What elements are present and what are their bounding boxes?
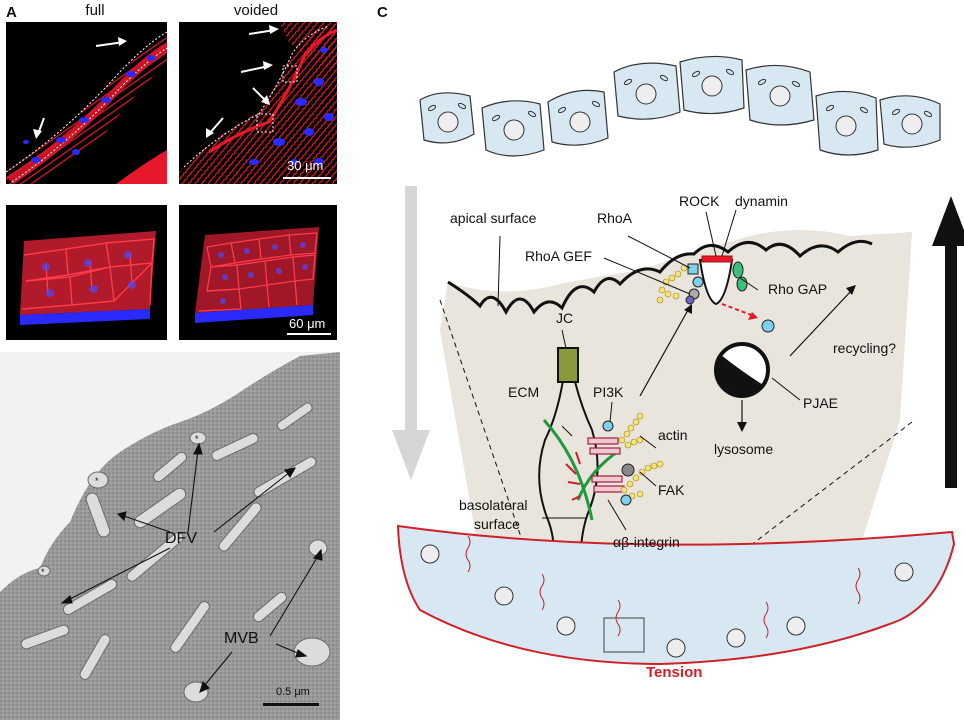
label-mvb: MVB bbox=[224, 630, 259, 647]
actin-filaments bbox=[618, 264, 688, 500]
label-rhoa-gef: RhoA GEF bbox=[525, 248, 592, 264]
micrograph-voided-3d: 60 μm bbox=[179, 205, 337, 340]
ecm-fibers bbox=[542, 418, 594, 521]
apical-membrane bbox=[447, 239, 873, 316]
cytoplasm-region bbox=[440, 230, 912, 612]
dynamin-ring bbox=[701, 255, 733, 263]
scale-label-0-5um: 0.5 μm bbox=[276, 686, 310, 698]
panel-letter-a: A bbox=[6, 4, 17, 21]
micrograph-voided-section: 30 μm bbox=[179, 22, 337, 184]
asterisk-marker: * bbox=[41, 567, 45, 577]
micrograph-full-3d bbox=[6, 205, 167, 340]
label-tension: Tension bbox=[646, 664, 703, 681]
asterisk-marker: * bbox=[95, 476, 99, 486]
label-rock: ROCK bbox=[679, 193, 720, 209]
label-dfv: DFV bbox=[165, 530, 197, 547]
label-rhoa: RhoA bbox=[597, 210, 633, 226]
label-ecm: ECM bbox=[508, 384, 540, 400]
integrin-complexes bbox=[587, 437, 625, 493]
label-jc: JC bbox=[556, 310, 574, 326]
label-pjae: PJAE bbox=[803, 395, 839, 411]
label-lysosome: lysosome bbox=[714, 441, 774, 457]
label-pi3k: PI3K bbox=[593, 384, 624, 400]
column-title-voided: voided bbox=[233, 2, 279, 19]
vesicles-full bbox=[427, 68, 933, 122]
label-actin: actin bbox=[658, 427, 688, 443]
nuclei-stretched bbox=[420, 544, 914, 658]
label-integrin: αβ-integrin bbox=[613, 534, 680, 550]
arrow-voiding-up bbox=[932, 196, 964, 488]
released-vesicle bbox=[761, 319, 775, 333]
rhoa-complex bbox=[685, 261, 748, 305]
scale-bar-30um bbox=[283, 177, 331, 179]
label-apical-surface: apical surface bbox=[450, 210, 537, 226]
fak-blob bbox=[621, 463, 635, 477]
label-dynamin: dynamin bbox=[735, 193, 788, 209]
arrow-filling-down bbox=[392, 186, 430, 480]
endocytic-pit bbox=[698, 259, 734, 306]
nuclei-full bbox=[437, 75, 923, 141]
label-rho-gap: Rho GAP bbox=[768, 281, 828, 297]
stretched-cell-layer bbox=[396, 524, 956, 666]
pi3k-blob bbox=[602, 420, 614, 432]
column-title-full: full bbox=[85, 2, 105, 19]
scale-label-60um: 60 μm bbox=[289, 316, 326, 331]
umbrella-cells-full bbox=[419, 55, 941, 157]
label-basolateral-surface: surface bbox=[474, 516, 520, 532]
scale-bar-60um bbox=[287, 333, 331, 335]
electron-micrograph: * * * DFV MVB 0.5 μm bbox=[0, 352, 340, 720]
micrograph-full-section bbox=[6, 22, 167, 184]
label-fak: FAK bbox=[658, 482, 685, 498]
label-basolateral: basolateral bbox=[459, 497, 528, 513]
tension-coils bbox=[465, 535, 861, 639]
scale-label-30um: 30 μm bbox=[287, 158, 324, 173]
label-recycling: recycling? bbox=[833, 340, 897, 356]
junctional-complex bbox=[557, 347, 579, 383]
panel-letter-c: C bbox=[377, 4, 388, 21]
zoom-box bbox=[603, 617, 645, 653]
asterisk-marker: * bbox=[195, 434, 199, 444]
